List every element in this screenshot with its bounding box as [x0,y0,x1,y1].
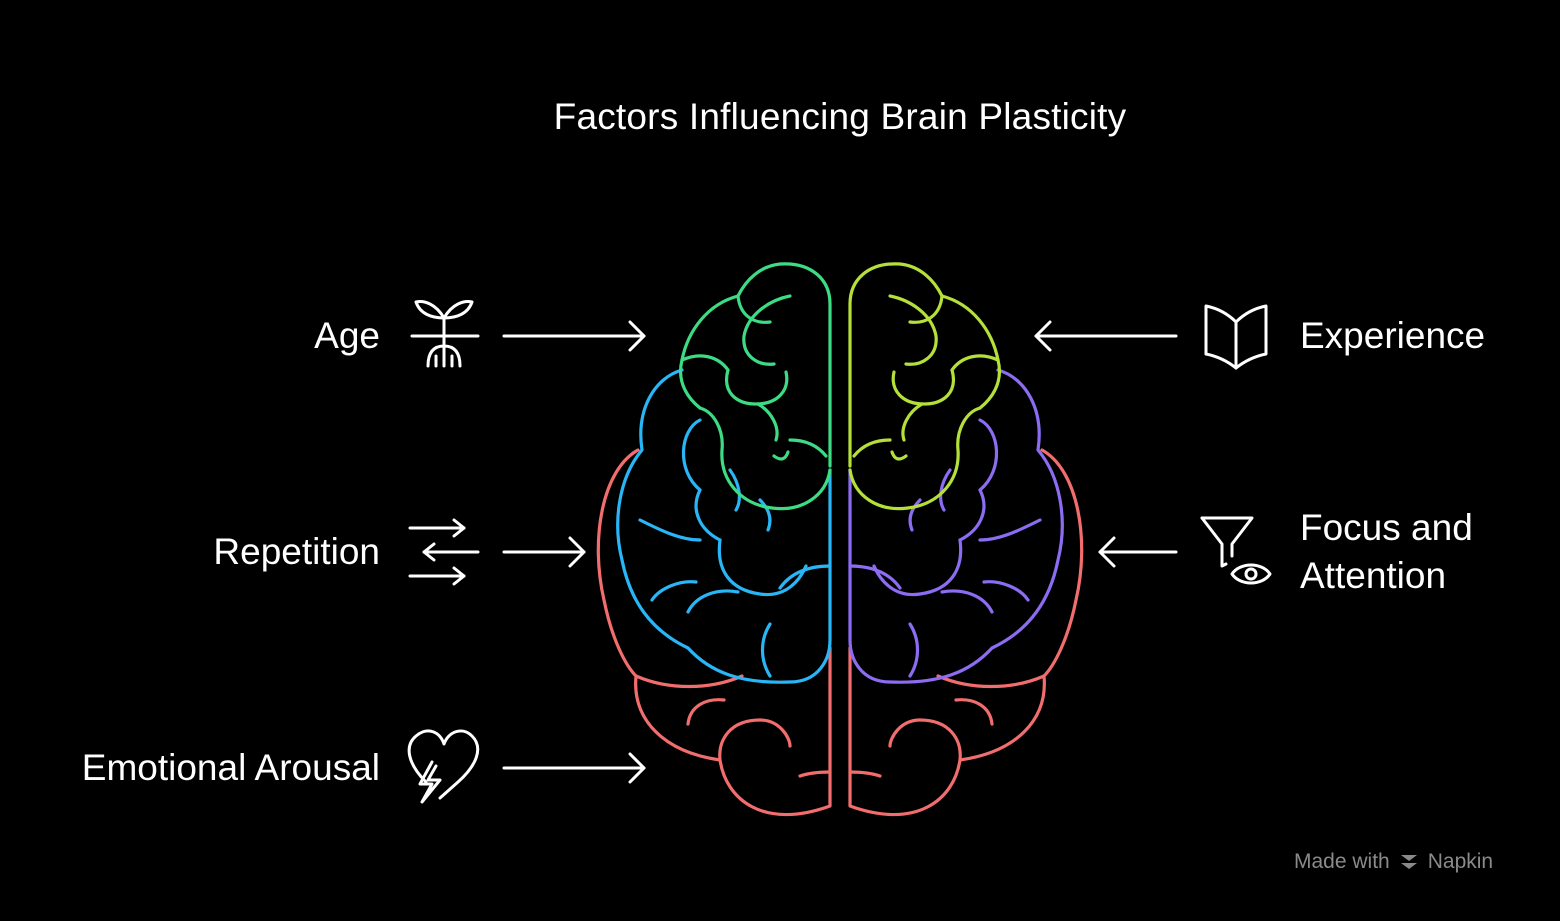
brain-temporal-left [596,448,832,817]
label-focus-line2: Attention [1300,555,1447,596]
brain-frontal-right [848,262,1001,511]
label-experience: Experience [1300,315,1486,356]
brain-frontal-left [679,262,832,511]
arrow-repetition [502,536,586,568]
label-focus-attention: Focus and Attention [1300,504,1540,600]
label-emotional-arousal: Emotional Arousal [81,747,380,788]
arrow-age [502,320,646,352]
watermark-brand: Napkin [1427,850,1494,873]
watermark: Made with Napkin [1294,850,1493,874]
brain-parietal-left [616,368,832,684]
label-age: Age [314,315,380,356]
brain [596,262,1084,817]
arrows [502,320,1178,784]
plant-roots-icon [410,300,480,368]
arrow-experience [1034,320,1178,352]
napkin-logo-icon [1400,855,1417,869]
funnel-eye-icon [1200,516,1272,585]
label-focus-line1: Focus and [1300,507,1473,548]
diagram-title: Factors Influencing Brain Plasticity [553,96,1127,137]
watermark-prefix: Made with [1294,850,1390,873]
open-book-icon [1204,304,1268,370]
brain-temporal-right [848,448,1084,817]
arrow-focus [1098,536,1178,568]
label-repetition: Repetition [213,531,380,572]
arrow-emotional-arousal [502,752,646,784]
heart-lightning-icon [407,729,480,804]
brain-parietal-right [848,368,1064,684]
swap-arrows-icon [408,518,480,586]
